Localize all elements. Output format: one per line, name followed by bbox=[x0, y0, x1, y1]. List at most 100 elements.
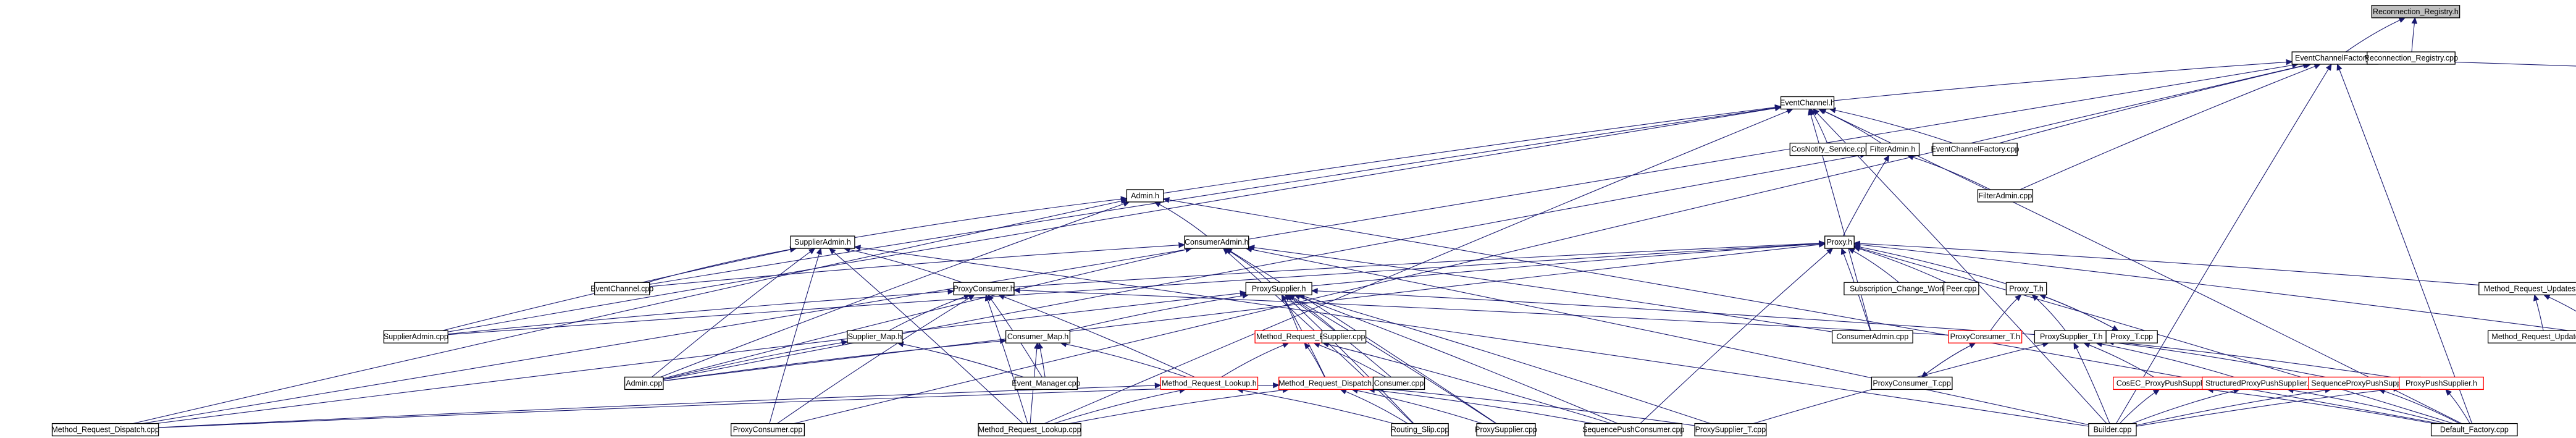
graph-node-proxy-h[interactable]: Proxy.h bbox=[1824, 235, 1855, 249]
graph-node-proxy-t-cpp[interactable]: Proxy_T.cpp bbox=[2105, 330, 2158, 343]
node-box bbox=[2487, 330, 2576, 343]
node-label: Proxy.h bbox=[1827, 238, 1852, 246]
graph-node-supplier-cpp[interactable]: Supplier.cpp bbox=[1321, 330, 1367, 343]
dependency-edge bbox=[1069, 389, 1289, 424]
dependency-edge bbox=[1340, 389, 1408, 424]
arrowhead-icon bbox=[1304, 342, 1311, 350]
node-box bbox=[1694, 423, 1767, 437]
graph-node-supplieradmin-h[interactable]: SupplierAdmin.h bbox=[790, 235, 855, 249]
arrowhead-icon bbox=[1122, 201, 1130, 207]
dependency-edge bbox=[2207, 389, 2434, 424]
node-box bbox=[1126, 189, 1164, 203]
node-box bbox=[1014, 376, 1078, 390]
node-box bbox=[1824, 235, 1855, 249]
graph-node-cosnotify-service-cpp[interactable]: CosNotify_Service.cpp bbox=[1789, 143, 1871, 156]
node-label: ProxyPushSupplier.h bbox=[2406, 379, 2477, 387]
node-label: Builder.cpp bbox=[2094, 426, 2132, 434]
graph-node-reconnection-registry-cpp[interactable]: Reconnection_Registry.cpp bbox=[2364, 51, 2458, 65]
node-label: Peer.cpp bbox=[1946, 284, 1976, 293]
dependency-edge bbox=[998, 294, 1195, 377]
graph-node-subscription-change-worker-cpp[interactable]: Subscription_Change_Worker.cpp bbox=[1844, 282, 1973, 295]
dependency-edge bbox=[1854, 245, 2007, 284]
dependency-edge bbox=[1013, 242, 1825, 288]
graph-node-proxysupplier-h[interactable]: ProxySupplier.h bbox=[1245, 282, 1312, 295]
arrowhead-icon bbox=[2398, 17, 2406, 23]
graph-node-eventchannel-h[interactable]: EventChannel.h bbox=[1780, 96, 1835, 110]
node-box bbox=[1932, 143, 2018, 156]
graph-node-admin-h[interactable]: Admin.h bbox=[1126, 189, 1164, 203]
graph-node-consumeradmin-cpp[interactable]: ConsumerAdmin.cpp bbox=[1831, 330, 1913, 343]
graph-node-filteradmin-h[interactable]: FilterAdmin.h bbox=[1865, 143, 1920, 156]
graph-node-supplier-map-h[interactable]: Supplier_Map.h bbox=[847, 330, 903, 343]
graph-node-method-request-updates-h[interactable]: Method_Request_Updates.h bbox=[2478, 282, 2576, 295]
nodes-layer: Reconnection_Registry.hEventChannelFacto… bbox=[51, 5, 2576, 437]
graph-node-method-request-updates-cpp[interactable]: Method_Request_Updates.cpp bbox=[2487, 330, 2576, 343]
dependency-edge bbox=[794, 64, 2309, 424]
graph-node-proxyconsumer-cpp[interactable]: ProxyConsumer.cpp bbox=[731, 423, 805, 437]
graph-node-method-request-lookup-cpp[interactable]: Method_Request_Lookup.cpp bbox=[978, 423, 1081, 437]
dependency-edge bbox=[1813, 109, 2107, 424]
graph-node-sequencepushconsumer-cpp[interactable]: SequencePushConsumer.cpp bbox=[1582, 423, 1684, 437]
graph-node-peer-cpp[interactable]: Peer.cpp bbox=[1943, 282, 1979, 295]
node-label: CosEC_ProxyPushSupplier.h bbox=[2117, 379, 2217, 387]
graph-node-method-request-lookup-h[interactable]: Method_Request_Lookup.h bbox=[1160, 376, 1259, 390]
arrowhead-icon bbox=[1240, 290, 1247, 297]
dependency-edge bbox=[2136, 387, 2399, 427]
node-box bbox=[847, 330, 903, 343]
graph-node-proxypushsupplier-h[interactable]: ProxyPushSupplier.h bbox=[2399, 376, 2484, 390]
node-box bbox=[953, 282, 1015, 295]
arrowhead-icon bbox=[808, 248, 816, 255]
graph-node-proxysupplier-t-cpp[interactable]: ProxySupplier_T.cpp bbox=[1694, 423, 1767, 437]
dependency-edge bbox=[1294, 294, 1618, 424]
graph-node-eventchannelfactory-h[interactable]: EventChannelFactory.h bbox=[2291, 51, 2379, 65]
graph-node-proxysupplier-cpp[interactable]: ProxySupplier.cpp bbox=[1475, 423, 1537, 437]
graph-node-builder-cpp[interactable]: Builder.cpp bbox=[2088, 423, 2137, 437]
dependency-edge bbox=[660, 201, 1130, 377]
graph-node-structuredproxypushsupplier-h[interactable]: StructuredProxyPushSupplier.h bbox=[2202, 376, 2317, 390]
dependency-edge bbox=[649, 244, 1185, 287]
node-box bbox=[594, 282, 650, 295]
dependency-edge bbox=[1854, 243, 2576, 332]
graph-node-admin-cpp[interactable]: Admin.cpp bbox=[624, 376, 664, 390]
dependency-edge bbox=[2115, 64, 2332, 424]
dependency-edge bbox=[2084, 342, 2154, 377]
graph-node-method-request-dispatch-h[interactable]: Method_Request_Dispatch.h bbox=[1278, 376, 1378, 390]
dependency-edge bbox=[649, 106, 1781, 285]
graph-node-consumeradmin-h[interactable]: ConsumerAdmin.h bbox=[1184, 235, 1249, 249]
node-box bbox=[1372, 376, 1425, 390]
graph-node-proxy-t-h[interactable]: Proxy_T.h bbox=[2005, 282, 2047, 295]
arrowhead-icon bbox=[1284, 294, 1291, 301]
graph-node-routing-slip-cpp[interactable]: Routing_Slip.cpp bbox=[1391, 423, 1450, 437]
graph-node-proxyconsumer-t-cpp[interactable]: ProxyConsumer_T.cpp bbox=[1871, 376, 1953, 390]
dependency-edge bbox=[647, 248, 796, 283]
graph-node-event-manager-cpp[interactable]: Event_Manager.cpp bbox=[1012, 376, 1081, 390]
graph-node-method-request-dispatch-cpp[interactable]: Method_Request_Dispatch.cpp bbox=[51, 423, 159, 437]
node-label: ProxyConsumer_T.h bbox=[1950, 332, 2020, 341]
graph-node-proxysupplier-t-h[interactable]: ProxySupplier_T.h bbox=[2034, 330, 2108, 343]
node-label: ProxyConsumer.h bbox=[953, 284, 1014, 293]
arrowhead-icon bbox=[1222, 248, 1230, 255]
node-box bbox=[2105, 330, 2158, 343]
graph-node-consumer-map-h[interactable]: Consumer_Map.h bbox=[1005, 330, 1071, 343]
graph-node-proxyconsumer-t-h[interactable]: ProxyConsumer_T.h bbox=[1948, 330, 2023, 343]
node-label: Supplier.cpp bbox=[1323, 332, 1366, 341]
graph-node-proxyconsumer-h[interactable]: ProxyConsumer.h bbox=[953, 282, 1015, 295]
graph-node-eventchannelfactory-cpp[interactable]: EventChannelFactory.cpp bbox=[1931, 143, 2020, 156]
dependency-edge bbox=[1818, 108, 1882, 144]
graph-node-filteradmin-cpp[interactable]: FilterAdmin.cpp bbox=[1977, 189, 2034, 203]
graph-node-sequenceproxypushsupplier-h[interactable]: SequenceProxyPushSupplier.h bbox=[2308, 376, 2421, 390]
graph-node-reconnection-registry-h[interactable]: Reconnection_Registry.h bbox=[2371, 5, 2461, 19]
graph-node-cosec-proxypushsupplier-h[interactable]: CosEC_ProxyPushSupplier.h bbox=[2113, 376, 2220, 390]
graph-node-consumer-cpp[interactable]: Consumer.cpp bbox=[1372, 376, 1425, 390]
node-box bbox=[1584, 423, 1682, 437]
arrowhead-icon bbox=[1120, 198, 1128, 204]
node-label: ProxyConsumer.cpp bbox=[733, 426, 803, 434]
dependency-edge bbox=[1304, 342, 1325, 377]
graph-node-supplieradmin-cpp[interactable]: SupplierAdmin.cpp bbox=[383, 330, 448, 343]
graph-node-default-factory-cpp[interactable]: Default_Factory.cpp bbox=[2430, 423, 2518, 437]
arrowhead-icon bbox=[2314, 64, 2322, 69]
dependency-edge bbox=[769, 248, 821, 424]
dependency-edge bbox=[1044, 108, 1793, 424]
dependency-edge bbox=[1246, 248, 2089, 426]
graph-node-eventchannel-cpp[interactable]: EventChannel.cpp bbox=[590, 282, 653, 295]
